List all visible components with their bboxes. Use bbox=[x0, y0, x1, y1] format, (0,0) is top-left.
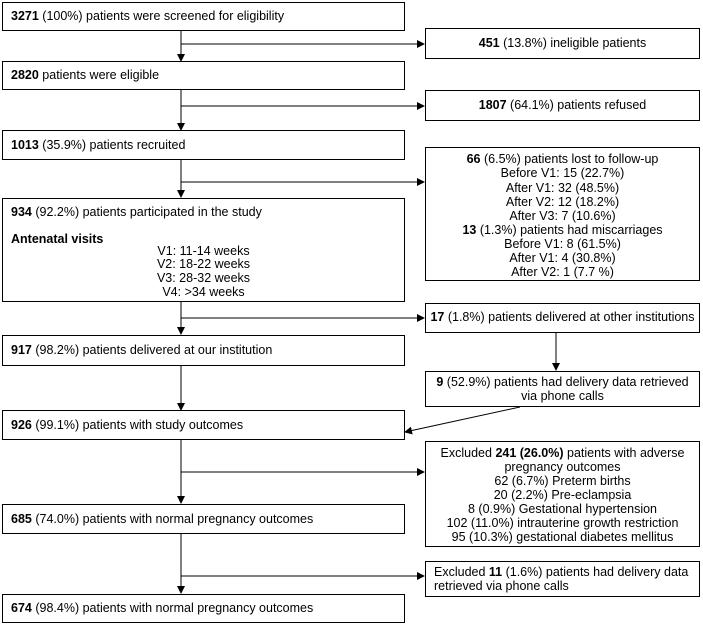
adverse-item: 8 (0.9%) Gestational hypertension bbox=[468, 502, 657, 516]
participated-count: 934 bbox=[11, 205, 32, 219]
lost-count: 66 bbox=[466, 152, 481, 166]
box-refused: 1807 (64.1%) patients refused bbox=[425, 90, 700, 121]
box-delivered: 917 (98.2%) patients delivered at our in… bbox=[2, 335, 405, 366]
lost-item: After V1: 32 (48.5%) bbox=[505, 181, 620, 195]
eligible-text: patients were eligible bbox=[38, 68, 160, 82]
box-ineligible: 451 (13.8%) ineligible patients bbox=[425, 28, 700, 59]
phone-count: 9 bbox=[436, 375, 444, 389]
miscarriage-item: After V1: 4 (30.8%) bbox=[509, 251, 616, 265]
box-lost-followup: 66 (6.5%) patients lost to follow-up Bef… bbox=[425, 147, 700, 281]
adverse-item: 20 (2.2%) Pre-eclampsia bbox=[493, 488, 632, 502]
box-participated: 934 (92.2%) patients participated in the… bbox=[2, 198, 405, 302]
excluded-adverse-pre: Excluded bbox=[440, 446, 496, 460]
ineligible-count: 451 bbox=[478, 36, 500, 50]
lost-item: Before V1: 15 (22.7%) bbox=[500, 166, 625, 180]
box-normal-outcomes-1: 685 (74.0%) patients with normal pregnan… bbox=[2, 504, 405, 534]
antenatal-visits-title: Antenatal visits bbox=[11, 232, 104, 246]
other-institutions-text: (1.8%) patients delivered at other insti… bbox=[444, 310, 695, 324]
lost-item: After V2: 12 (18.2%) bbox=[505, 195, 620, 209]
visit-item: V2: 18-22 weeks bbox=[156, 257, 251, 271]
miscarriage-item: Before V1: 8 (61.5%) bbox=[504, 237, 621, 251]
normal2-text: (98.4%) patients with normal pregnancy o… bbox=[31, 601, 314, 615]
box-eligible: 2820 patients were eligible bbox=[2, 61, 405, 90]
normal2-count: 674 bbox=[11, 601, 32, 615]
excluded-adverse-post: patients with adverse bbox=[563, 446, 685, 460]
ineligible-text: (13.8%) ineligible patients bbox=[499, 36, 647, 50]
miscarriage-text: (1.3%) patients had miscarriages bbox=[476, 223, 663, 237]
box-other-institutions: 17 (1.8%) patients delivered at other in… bbox=[425, 303, 700, 333]
refused-text: (64.1%) patients refused bbox=[506, 98, 647, 112]
participated-text: (92.2%) patients participated in the stu… bbox=[31, 205, 262, 219]
excluded-phone-count: 11 bbox=[488, 565, 503, 579]
excluded-adverse-count: 241 bbox=[495, 446, 517, 460]
excluded-phone-text-1: (1.6%) patients had delivery data bbox=[502, 565, 689, 579]
delivered-count: 917 bbox=[11, 343, 32, 357]
other-institutions-count: 17 bbox=[430, 310, 445, 324]
box-screened: 3271 (100%) patients were screened for e… bbox=[2, 2, 405, 31]
normal1-text: (74.0%) patients with normal pregnancy o… bbox=[31, 512, 314, 526]
visit-item: V3: 28-32 weeks bbox=[156, 271, 251, 285]
phone-text-1: (52.9%) patients had delivery data retri… bbox=[443, 375, 689, 389]
arrow-phone-to-outcomes bbox=[404, 406, 521, 435]
miscarriage-count: 13 bbox=[462, 223, 477, 237]
normal1-count: 685 bbox=[11, 512, 32, 526]
excluded-adverse-line2: pregnancy outcomes bbox=[504, 460, 621, 474]
screened-count: 3271 bbox=[11, 9, 39, 23]
adverse-item: 95 (10.3%) gestational diabetes mellitus bbox=[451, 530, 674, 544]
phone-text-2: via phone calls bbox=[521, 389, 604, 403]
visit-item: V4: >34 weeks bbox=[162, 285, 245, 299]
box-excluded-phone: Excluded 11 (1.6%) patients had delivery… bbox=[425, 561, 700, 597]
screened-text: (100%) patients were screened for eligib… bbox=[38, 9, 285, 23]
box-study-outcomes: 926 (99.1%) patients with study outcomes bbox=[2, 410, 405, 440]
recruited-text: (35.9%) patients recruited bbox=[38, 138, 186, 152]
study-outcomes-text: (99.1%) patients with study outcomes bbox=[31, 418, 244, 432]
box-normal-outcomes-2: 674 (98.4%) patients with normal pregnan… bbox=[2, 594, 405, 623]
box-phone-retrieval: 9 (52.9%) patients had delivery data ret… bbox=[425, 371, 700, 407]
refused-count: 1807 bbox=[478, 98, 507, 112]
box-recruited: 1013 (35.9%) patients recruited bbox=[2, 130, 405, 160]
miscarriage-item: After V2: 1 (7.7 %) bbox=[511, 265, 614, 279]
eligible-count: 2820 bbox=[11, 68, 39, 82]
delivered-text: (98.2%) patients delivered at our instit… bbox=[31, 343, 273, 357]
recruited-count: 1013 bbox=[11, 138, 39, 152]
box-excluded-adverse: Excluded 241 (26.0%) patients with adver… bbox=[425, 441, 700, 547]
adverse-item: 62 (6.7%) Preterm births bbox=[494, 474, 631, 488]
excluded-phone-line2: retrieved via phone calls bbox=[434, 579, 569, 593]
adverse-item: 102 (11.0%) intrauterine growth restrict… bbox=[446, 516, 679, 530]
excluded-phone-pre: Excluded bbox=[434, 565, 489, 579]
excluded-adverse-pct: (26.0%) bbox=[516, 446, 564, 460]
lost-text: (6.5%) patients lost to follow-up bbox=[480, 152, 659, 166]
study-outcomes-count: 926 bbox=[11, 418, 32, 432]
lost-item: After V3: 7 (10.6%) bbox=[509, 209, 616, 223]
visit-item: V1: 11-14 weeks bbox=[157, 244, 250, 258]
